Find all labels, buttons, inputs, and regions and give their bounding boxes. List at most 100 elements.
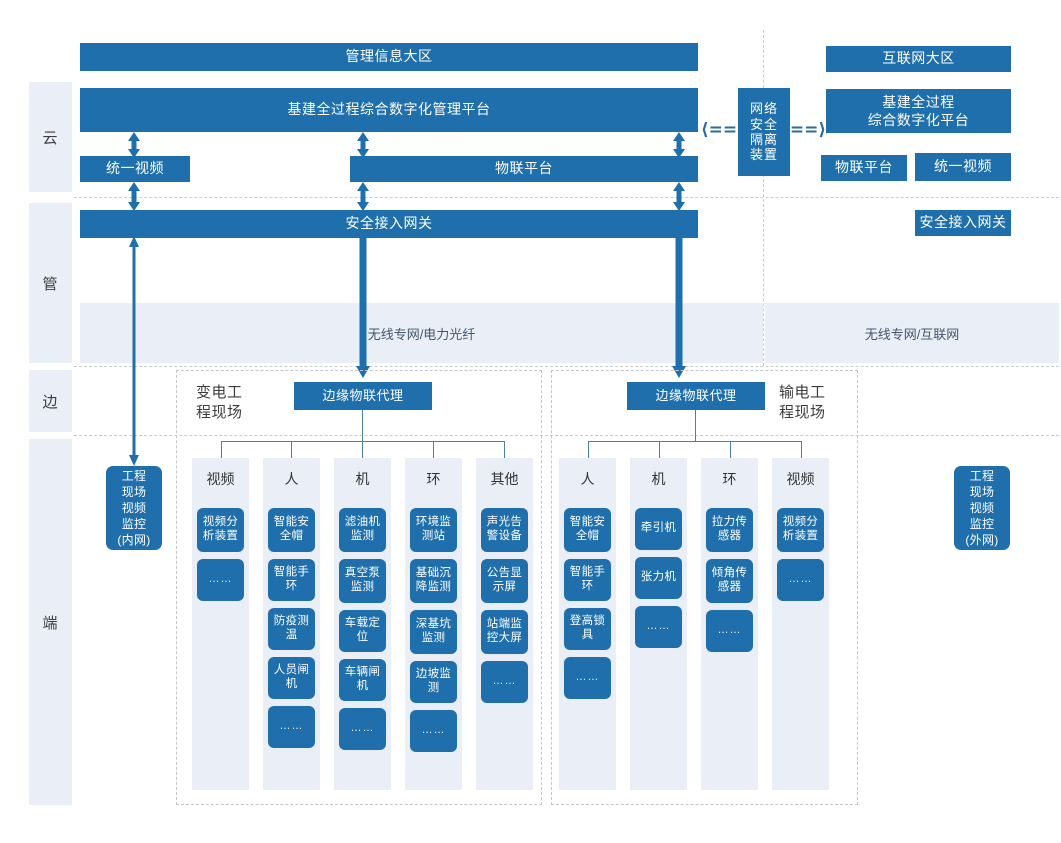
tree-drop-left-5 [504, 441, 505, 458]
device-chip[interactable]: 边坡监测 [410, 661, 457, 703]
device-chip[interactable]: 智能安全帽 [268, 508, 315, 552]
engineering-video-inner-box: 工程 现场 视频 监控 (内网) [106, 466, 162, 550]
isolation-char-1: 网 [749, 101, 764, 117]
device-chip-label: 车辆闸机 [344, 666, 381, 692]
site-label-transmission-line1: 输电工 [779, 383, 826, 401]
isolation-char-4: 装 [749, 147, 764, 163]
device-chip[interactable]: 基础沉降监测 [410, 559, 457, 603]
left-zone-title-bar: 管理信息大区 [80, 43, 698, 71]
device-chip[interactable]: 环境监测站 [410, 508, 457, 552]
right-network-band: 无线专网/互联网 [765, 303, 1059, 363]
site-label-substation-line1: 变电工 [196, 383, 243, 401]
device-chip-label: 智能安全帽 [273, 516, 310, 542]
device-chip[interactable]: 视频分析装置 [777, 508, 824, 552]
device-chip-label: 防疫测温 [273, 615, 310, 641]
device-chip[interactable]: …… [777, 559, 824, 601]
device-chip-label: …… [646, 620, 671, 633]
outer-line-2: 现场 [969, 484, 995, 499]
device-chip-label: 智能手环 [569, 566, 606, 592]
isolation-left-arrow-text: ⟨== [700, 120, 738, 140]
device-chip[interactable]: 防疫测温 [268, 608, 315, 650]
arrow-platform-video [128, 132, 140, 158]
device-chip[interactable]: 拉力传感器 [706, 508, 753, 552]
outer-line-4: 监控 [969, 517, 995, 532]
device-chip[interactable]: 智能安全帽 [564, 508, 611, 552]
inner-line-4: 监控 [121, 517, 147, 532]
device-chip[interactable]: 智能手环 [268, 559, 315, 601]
device-chip[interactable]: …… [339, 708, 386, 750]
arrow-iot-gateway-right [673, 182, 685, 211]
isolation-right-arrow-text: ==⟩ [789, 120, 827, 140]
device-chip[interactable]: …… [410, 710, 457, 752]
device-chip[interactable]: 视频分析装置 [197, 508, 244, 552]
device-chip[interactable]: 牵引机 [635, 508, 682, 550]
device-chip[interactable]: …… [481, 661, 528, 703]
device-chip[interactable]: …… [268, 706, 315, 748]
device-chip[interactable]: …… [635, 606, 682, 648]
inner-line-3: 视频 [121, 500, 147, 515]
right-zone-title-text: 互联网大区 [882, 50, 955, 67]
device-chip-label: 视频分析装置 [202, 516, 239, 542]
device-chip[interactable]: 车辆闸机 [339, 659, 386, 701]
device-column-header-left-4: 环 [426, 471, 441, 487]
device-column-header-right-4: 视频 [786, 471, 815, 487]
device-chip[interactable]: 滤油机监测 [339, 508, 386, 552]
arrow-iot-gateway-left [357, 182, 369, 211]
device-chip[interactable]: 倾角传感器 [706, 559, 753, 603]
right-platform-bar: 基建全过程 综合数字化平台 [826, 89, 1011, 133]
tree-drop-right-1 [588, 441, 589, 458]
engineering-video-outer-box: 工程 现场 视频 监控 (外网) [954, 466, 1010, 550]
outer-line-5: (外网) [965, 533, 999, 548]
layer-label-cloud: 云 [29, 82, 72, 192]
device-chip[interactable]: 车载定位 [339, 610, 386, 652]
device-chip[interactable]: …… [197, 559, 244, 601]
outer-line-1: 工程 [969, 468, 995, 483]
device-chip[interactable]: …… [706, 610, 753, 652]
inner-line-5: (内网) [117, 533, 151, 548]
tree-stem-right [695, 410, 696, 441]
right-iot-platform-text: 物联平台 [835, 159, 893, 176]
device-chip-label: 公告显示屏 [486, 567, 523, 593]
device-chip[interactable]: 公告显示屏 [481, 559, 528, 603]
left-gateway-text: 安全接入网关 [345, 215, 433, 232]
separator-cloud-pipe [74, 197, 1059, 198]
right-iot-platform-bar: 物联平台 [821, 155, 907, 181]
tree-drop-left-2 [291, 441, 292, 458]
right-zone-title-bar: 互联网大区 [826, 46, 1011, 72]
device-chip[interactable]: 智能手环 [564, 559, 611, 601]
device-chip-label: 张力机 [640, 571, 677, 584]
device-column-header-right-1: 人 [580, 471, 595, 487]
isolation-char-6: 全 [764, 116, 779, 132]
device-chip[interactable]: 张力机 [635, 557, 682, 599]
device-column-header-left-2: 人 [284, 471, 299, 487]
device-chip-label: …… [575, 671, 600, 684]
device-chip[interactable]: 人员闸机 [268, 657, 315, 699]
device-chip-label: 边坡监测 [415, 668, 452, 694]
device-chip[interactable]: 声光告警设备 [481, 508, 528, 552]
device-chip[interactable]: 登高锁具 [564, 608, 611, 650]
device-chip-label: 真空泵监测 [344, 567, 381, 593]
device-chip-label: 人员闸机 [273, 664, 310, 690]
isolation-char-5: 络 [764, 101, 779, 117]
device-chip[interactable]: 真空泵监测 [339, 559, 386, 603]
device-chip-label: 站端监控大屏 [486, 618, 523, 644]
left-platform-text: 基建全过程综合数字化管理平台 [287, 101, 491, 118]
layer-label-edge: 边 [29, 370, 72, 432]
inner-line-1: 工程 [121, 468, 147, 483]
device-chip[interactable]: 站端监控大屏 [481, 610, 528, 654]
tree-drop-left-3 [362, 441, 363, 458]
zone-divider [763, 30, 764, 366]
edge-agent-substation: 边缘物联代理 [294, 382, 432, 410]
arrow-video-gateway [128, 182, 140, 211]
device-column-header-left-3: 机 [355, 471, 370, 487]
device-chip[interactable]: 深基坑监测 [410, 610, 457, 654]
device-chip-label: 视频分析装置 [782, 516, 819, 542]
layer-label-end: 端 [29, 439, 72, 805]
device-chip[interactable]: …… [564, 657, 611, 699]
device-column-header-left-1: 视频 [206, 471, 235, 487]
isolation-char-7: 离 [764, 132, 779, 147]
right-platform-line2: 综合数字化平台 [867, 112, 970, 128]
tree-drop-left-1 [221, 441, 222, 458]
tree-drop-left-4 [433, 441, 434, 458]
